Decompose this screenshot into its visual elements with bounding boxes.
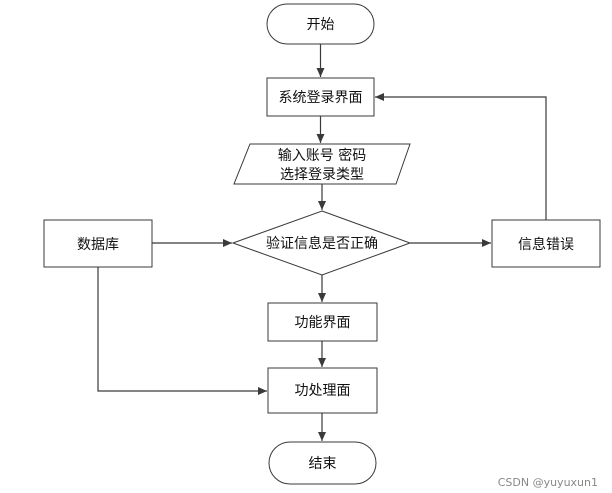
- input-node: 输入账号 密码 选择登录类型: [233, 143, 411, 185]
- login-screen-node: 系统登录界面: [266, 77, 375, 117]
- processing-label: 功处理面: [295, 383, 351, 399]
- verify-decision-node: 验证信息是否正确: [231, 210, 412, 276]
- processing-node: 功处理面: [267, 367, 378, 414]
- start-node: 开始: [266, 3, 375, 45]
- database-label: 数据库: [77, 237, 119, 253]
- function-screen-node: 功能界面: [267, 302, 378, 342]
- input-label-line1: 输入账号 密码: [278, 147, 366, 164]
- watermark-text: CSDN @yuyuxun1: [498, 476, 598, 489]
- verify-decision-label: 验证信息是否正确: [266, 235, 378, 252]
- start-label: 开始: [307, 17, 335, 33]
- error-node: 信息错误: [491, 219, 601, 268]
- database-node: 数据库: [43, 219, 153, 268]
- end-label: 结束: [309, 456, 337, 472]
- function-screen-label: 功能界面: [295, 315, 351, 331]
- end-node: 结束: [268, 441, 377, 485]
- edge-database-to-processing: [97, 267, 267, 395]
- input-label-line2: 选择登录类型: [280, 167, 364, 183]
- error-label: 信息错误: [518, 236, 574, 253]
- edge-error-to-login: [375, 93, 547, 220]
- login-screen-label: 系统登录界面: [279, 90, 363, 106]
